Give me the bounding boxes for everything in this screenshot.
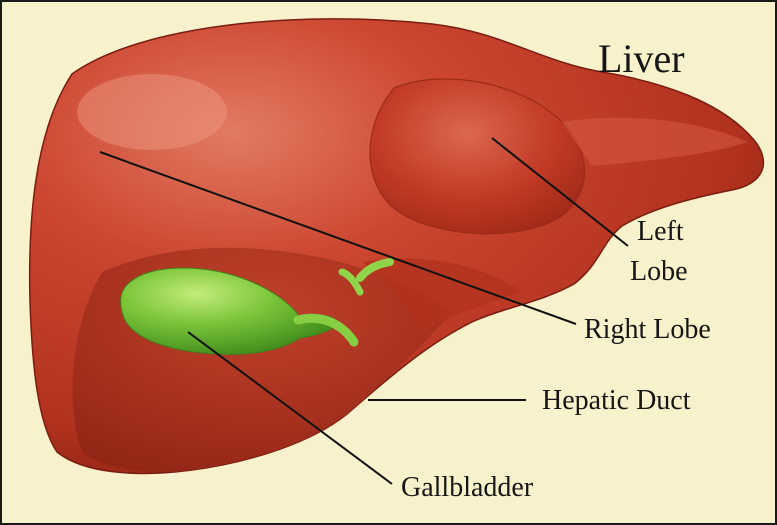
left-lobe-label-line1: Left (637, 216, 684, 247)
hepatic-duct-label: Hepatic Duct (542, 385, 691, 416)
left-lobe-label-line2: Lobe (630, 256, 688, 287)
diagram-title: Liver (598, 36, 685, 81)
liver-highlight (77, 74, 227, 150)
gallbladder-label: Gallbladder (401, 472, 534, 503)
right-lobe-label: Right Lobe (584, 314, 711, 345)
